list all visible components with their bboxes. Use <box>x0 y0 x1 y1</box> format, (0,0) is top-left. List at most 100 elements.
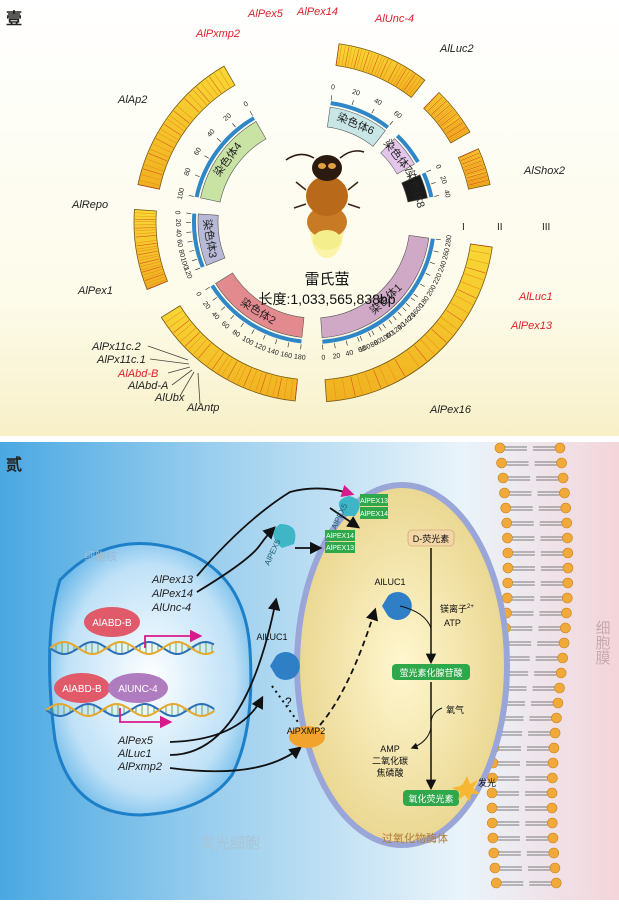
lipid-head <box>563 548 573 558</box>
lipid-head <box>502 593 512 603</box>
lipid-head <box>560 623 570 633</box>
gene-label-alrepo: AlRepo <box>71 199 108 211</box>
lipid-head <box>497 458 507 468</box>
gene-list-top-2: AlPex14 <box>151 588 193 600</box>
panel2-label: 贰 <box>6 455 22 474</box>
gene-label-alluc2: AlLuc2 <box>439 43 474 55</box>
lipid-head <box>563 578 573 588</box>
lipid-head <box>548 833 558 843</box>
tick-label: 0 <box>175 210 182 214</box>
lipid-head <box>503 563 513 573</box>
cell-label: 发光细胞 <box>200 835 260 852</box>
lipid-head <box>501 503 511 513</box>
byproduct-ppi: 焦磷酸 <box>376 767 403 778</box>
lipid-head <box>560 488 570 498</box>
lipid-head <box>558 653 568 663</box>
lipid-head <box>487 818 497 828</box>
gene-label-alpx11c2: AlPx11c.2 <box>91 341 141 353</box>
tick-label: 20 <box>174 219 181 227</box>
peroxisome-label: 过氧化物酶体 <box>382 831 448 845</box>
ring-label-1: I <box>462 222 465 233</box>
lipid-head <box>491 878 501 888</box>
lipid-head <box>490 863 500 873</box>
byproduct-amp: AMP <box>380 744 400 754</box>
lipid-head <box>500 488 510 498</box>
lipid-head <box>495 443 505 453</box>
lipid-head <box>551 878 561 888</box>
luc1-label-inside: AlLUC1 <box>374 577 405 587</box>
gene-label-alpex16: AlPex16 <box>429 404 472 416</box>
tick-label: 60 <box>175 239 183 248</box>
lipid-head <box>549 743 559 753</box>
lipid-head <box>502 533 512 543</box>
gene-list-bottom-2: AlLuc1 <box>117 748 152 760</box>
ring-label-2: II <box>497 222 503 233</box>
light-label: 发光 <box>478 777 496 788</box>
lipid-head <box>555 683 565 693</box>
lipid-head <box>562 533 572 543</box>
gene-label-alantp: AlAntp <box>186 402 219 414</box>
tick-label: 40 <box>174 229 182 237</box>
d-luciferin-label: D-荧光素 <box>413 533 450 544</box>
lipid-head <box>547 788 557 798</box>
lipid-head <box>561 503 571 513</box>
membrane-label: 细胞膜 <box>594 620 611 666</box>
lipid-head <box>488 833 498 843</box>
protein-alunc4-label: AlUNC-4 <box>118 684 158 695</box>
gene-list-top-1: AlPex13 <box>151 574 194 586</box>
lipid-head <box>498 473 508 483</box>
panel1-label: 壹 <box>6 9 22 28</box>
gene-label-alpex1: AlPex1 <box>77 285 113 297</box>
lipid-head <box>556 668 566 678</box>
lipid-head <box>548 758 558 768</box>
lipid-head <box>487 803 497 813</box>
species-name: 雷氏萤 <box>304 271 349 288</box>
nucleus-label: 细胞核 <box>84 549 117 563</box>
lipid-head <box>559 638 569 648</box>
oxygen-label: 氧气 <box>446 704 464 715</box>
lipid-head <box>547 773 557 783</box>
gene-label-alshox2: AlShox2 <box>523 165 565 177</box>
lipid-head <box>563 563 573 573</box>
lipid-head <box>549 848 559 858</box>
lipid-head <box>503 548 513 558</box>
lipid-head <box>562 593 572 603</box>
gene-label-alabda: AlAbd-A <box>127 380 168 392</box>
lipid-head <box>547 818 557 828</box>
byproduct-co2: 二氧化碳 <box>372 755 408 766</box>
genome-length: 长度:1,033,565,838bp <box>259 291 396 307</box>
question-mark: ? <box>285 695 292 709</box>
luc1-label-outside: AlLUC1 <box>256 632 287 642</box>
pex13-label-mid: AlPEX13 <box>326 545 354 552</box>
lipid-head <box>561 608 571 618</box>
cofactor-atp: ATP <box>444 618 461 628</box>
lipid-head <box>558 473 568 483</box>
gene-label-alap2: AlAp2 <box>117 94 147 106</box>
lipid-head <box>503 578 513 588</box>
tick-label: 20 <box>332 352 341 360</box>
lipid-head <box>502 518 512 528</box>
gene-list-bottom-1: AlPex5 <box>117 735 154 747</box>
pex14-label-mid: AlPEX14 <box>326 533 354 540</box>
gene-label-alabdb: AlAbd-B <box>117 368 158 380</box>
tick-label: 180 <box>294 354 306 362</box>
lipid-head <box>550 863 560 873</box>
gene-label-alpxmp2: AlPxmp2 <box>195 28 240 40</box>
gene-label-alpx11c1: AlPx11c.1 <box>96 354 146 366</box>
gene-label-alubx: AlUbx <box>154 392 185 404</box>
lipid-head <box>557 458 567 468</box>
protein-alabdb-2-label: AlABD-B <box>62 684 102 695</box>
oxyluciferin-label: 氧化荧光素 <box>408 793 453 804</box>
lipid-head <box>562 518 572 528</box>
gene-label-alunc4: AlUnc-4 <box>374 13 414 25</box>
protein-alabdb-1-label: AlABD-B <box>92 618 132 629</box>
lipid-head <box>553 698 563 708</box>
gene-label-alpex5: AlPex5 <box>247 8 284 20</box>
gene-list-top-3: AlUnc-4 <box>151 602 191 614</box>
lipid-head <box>547 803 557 813</box>
pex13-label-top: AlPEX13 <box>360 498 388 505</box>
lipid-head <box>550 728 560 738</box>
lipid-head <box>487 788 497 798</box>
gene-list-bottom-3: AlPxmp2 <box>117 761 162 773</box>
